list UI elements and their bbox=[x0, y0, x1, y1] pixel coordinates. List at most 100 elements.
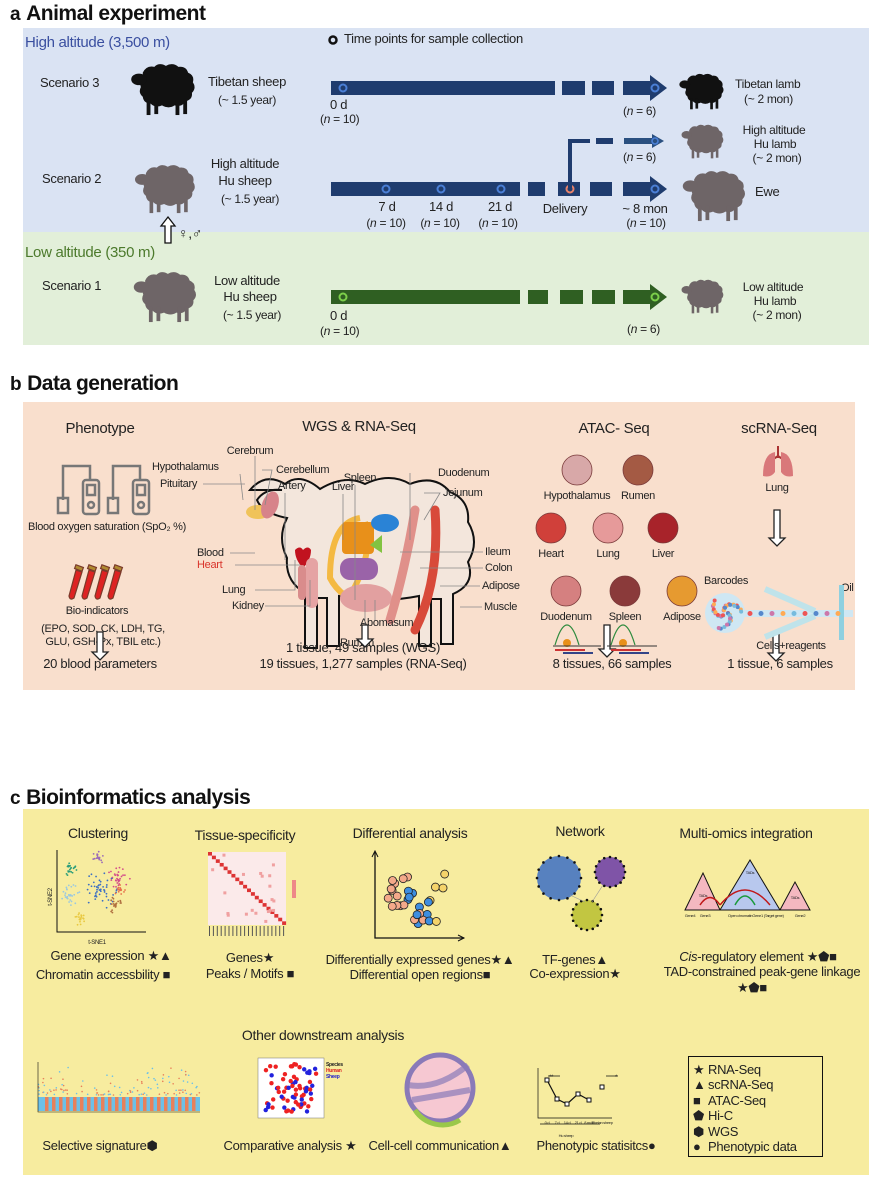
legend-symbol-icon: ★ bbox=[693, 1062, 705, 1077]
cluster-point bbox=[105, 895, 108, 898]
atac-seq-header: ATAC- Seq bbox=[578, 420, 650, 437]
cluster-point bbox=[70, 866, 73, 869]
manhattan-point bbox=[136, 1079, 139, 1081]
timepoint-marker bbox=[651, 137, 659, 145]
manhattan-point bbox=[162, 1077, 164, 1080]
umap-point bbox=[266, 1102, 271, 1107]
manhattan-point bbox=[66, 1092, 69, 1095]
manhattan-point bbox=[153, 1077, 155, 1080]
cluster-point bbox=[68, 894, 71, 897]
cluster-point bbox=[92, 852, 95, 855]
umap-point bbox=[312, 1066, 318, 1072]
organ-label-artery: Artery bbox=[278, 480, 306, 492]
cluster-point bbox=[120, 875, 123, 878]
manhattan-point bbox=[96, 1092, 99, 1094]
timepoint-label: 7 d bbox=[378, 199, 396, 214]
ewe-label: Ewe bbox=[755, 184, 780, 199]
down-arrow-icon bbox=[767, 509, 787, 547]
diff-point bbox=[386, 884, 396, 894]
umap-point bbox=[263, 1067, 269, 1073]
manhattan-point bbox=[113, 1085, 116, 1088]
manhattan-chrom bbox=[178, 1097, 182, 1111]
timeline-arrow bbox=[623, 75, 667, 101]
network-node bbox=[623, 870, 627, 874]
tissue-rumen-icon bbox=[622, 454, 654, 486]
heatmap-cell bbox=[266, 910, 270, 914]
tad-linkage-symbols: ★⬟■ bbox=[737, 980, 767, 995]
umap-point bbox=[301, 1092, 306, 1098]
diff-point bbox=[392, 891, 402, 901]
network-node bbox=[602, 884, 606, 888]
heatmap-cell bbox=[219, 862, 224, 867]
organ-label-cerebellum: Cerebellum bbox=[276, 464, 330, 476]
heatmap-cell bbox=[235, 877, 240, 882]
cluster-point bbox=[116, 888, 119, 891]
manhattan-chrom bbox=[164, 1097, 168, 1111]
other-downstream-header: Other downstream analysis bbox=[241, 1027, 405, 1043]
cluster-point bbox=[115, 867, 118, 870]
sample-count: (n = 10) bbox=[420, 216, 460, 230]
manhattan-point bbox=[161, 1080, 164, 1083]
sample-count: (n = 6) bbox=[623, 104, 656, 118]
umap-point bbox=[269, 1073, 274, 1078]
manhattan-point bbox=[59, 1088, 62, 1090]
heatmap-tick bbox=[279, 926, 281, 936]
timepoint-label: 0 d bbox=[330, 308, 348, 323]
umap-point bbox=[293, 1062, 299, 1067]
cluster-point bbox=[110, 910, 113, 913]
heatmap-cell bbox=[208, 852, 212, 856]
timeline-dash bbox=[560, 290, 583, 304]
manhattan-chrom bbox=[129, 1097, 133, 1111]
tissue-adipose-icon bbox=[666, 575, 698, 607]
atac-tissue-label: Lung bbox=[596, 548, 620, 560]
deg-label: Differentially expressed genes★▲ bbox=[325, 952, 515, 967]
cluster-point bbox=[96, 888, 98, 891]
cluster-point bbox=[110, 903, 113, 906]
cluster-point bbox=[65, 872, 68, 875]
selective-signature-label: Selective signature⬢ bbox=[42, 1138, 158, 1153]
cluster-point bbox=[66, 895, 69, 898]
legend-symbol-icon: ● bbox=[693, 1139, 701, 1154]
umap-point bbox=[293, 1079, 298, 1085]
manhattan-point bbox=[184, 1074, 187, 1076]
manhattan-point bbox=[38, 1093, 40, 1095]
manhattan-point bbox=[184, 1089, 187, 1092]
network-node bbox=[557, 854, 561, 858]
manhattan-point bbox=[145, 1094, 148, 1096]
manhattan-point bbox=[129, 1091, 132, 1094]
tf-genes-label: TF-genes▲ bbox=[542, 952, 608, 967]
wgs-result: 1 tissue, 49 samples (WGS) bbox=[285, 640, 441, 655]
manhattan-point bbox=[63, 1089, 65, 1092]
cluster-point bbox=[69, 864, 72, 867]
organ-label-pituitary: Pituitary bbox=[160, 478, 198, 490]
cluster-point bbox=[99, 888, 102, 891]
low-hu-sheep-label-l1: Low altitude bbox=[214, 273, 280, 288]
hu-sheep-label-l2: Hu sheep bbox=[218, 173, 272, 188]
tissue-hypothalamus-icon bbox=[561, 454, 593, 486]
umap-point bbox=[285, 1108, 291, 1113]
hu-sheep-age: (~ 1.5 year) bbox=[220, 192, 280, 206]
manhattan-point bbox=[180, 1089, 182, 1091]
scenario-3-label: Scenario 3 bbox=[40, 75, 100, 90]
cluster-point bbox=[110, 899, 113, 902]
network-node bbox=[571, 907, 575, 911]
clustering-chromatin: Chromatin accessbility ■ bbox=[35, 967, 171, 982]
cluster-point bbox=[124, 889, 126, 891]
organ-leader-line bbox=[423, 492, 441, 521]
cluster-point bbox=[80, 914, 83, 916]
manhattan-chrom bbox=[150, 1097, 154, 1111]
droplet bbox=[780, 611, 786, 616]
cluster-point bbox=[119, 887, 122, 889]
diff-point bbox=[431, 882, 440, 892]
manhattan-point bbox=[86, 1093, 89, 1096]
network-node bbox=[619, 860, 622, 863]
manhattan-point bbox=[53, 1089, 55, 1091]
cluster-point bbox=[114, 892, 117, 895]
umap-point bbox=[271, 1097, 276, 1102]
network-module bbox=[537, 856, 581, 900]
umap-point bbox=[313, 1071, 319, 1076]
coexpression-label: Co-expression★ bbox=[529, 966, 621, 981]
umap-point bbox=[273, 1064, 278, 1069]
